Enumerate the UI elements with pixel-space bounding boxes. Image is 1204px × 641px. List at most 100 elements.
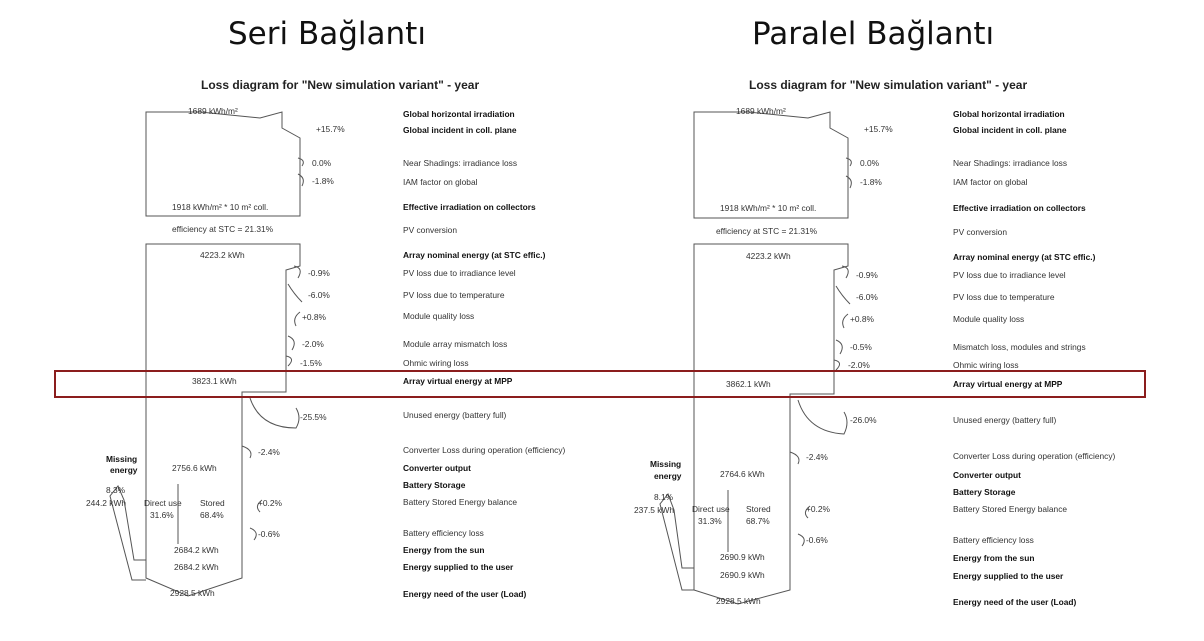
pct-ohmic: -2.0%	[848, 360, 870, 370]
loss-arrow-batt-eff	[249, 527, 257, 541]
label-shading: Near Shadings: irradiance loss	[953, 158, 1067, 168]
value-load: 2928.5 kWh	[170, 588, 215, 598]
label-load: Energy need of the user (Load)	[403, 589, 527, 599]
pct-mismatch: -2.0%	[302, 339, 324, 349]
label-pv-conversion: PV conversion	[953, 227, 1007, 237]
label-converter-loss: Converter Loss during operation (efficie…	[403, 445, 566, 455]
label-eff-irr: Effective irradiation on collectors	[403, 202, 536, 212]
label-batt-eff: Battery efficiency loss	[953, 535, 1034, 545]
pct-temp: -6.0%	[308, 290, 330, 300]
loss-arrow-temp	[835, 285, 851, 305]
label-unused: Unused energy (battery full)	[953, 415, 1057, 425]
direct-use-label: Direct use	[144, 498, 182, 508]
label-mismatch: Mismatch loss, modules and strings	[953, 342, 1086, 352]
gain-arrow-quality	[294, 311, 301, 327]
label-balance: Battery Stored Energy balance	[953, 504, 1067, 514]
loss-arrow-irr-level	[293, 265, 301, 279]
label-shading: Near Shadings: irradiance loss	[403, 158, 517, 168]
loss-arrow-shading	[845, 157, 852, 167]
pct-shading: 0.0%	[860, 158, 880, 168]
label-incident: Global incident in coll. plane	[403, 125, 517, 135]
label-load: Energy need of the user (Load)	[953, 597, 1077, 607]
label-converter-loss: Converter Loss during operation (efficie…	[953, 451, 1116, 461]
missing-kwh: 244.2 kWh	[86, 498, 126, 508]
loss-diagram-paralel: 1689 kWh/m² +15.7% 0.0% -1.8% 1918 kWh/m…	[634, 106, 1116, 607]
pct-mismatch: -0.5%	[850, 342, 872, 352]
missing-energy-label-2: energy	[110, 465, 138, 475]
pct-balance: +0.2%	[258, 498, 283, 508]
label-supplied: Energy supplied to the user	[953, 571, 1064, 581]
value-from-sun: 2684.2 kWh	[174, 545, 219, 555]
label-batt-eff: Battery efficiency loss	[403, 528, 484, 538]
pct-balance: +0.2%	[806, 504, 831, 514]
pct-converter: -2.4%	[258, 447, 280, 457]
loss-arrow-unused	[797, 399, 848, 435]
pct-irr-level: -0.9%	[856, 270, 878, 280]
value-ghi: 1689 kWh/m²	[736, 106, 786, 116]
pct-unused: -25.5%	[300, 412, 327, 422]
direct-use-label: Direct use	[692, 504, 730, 514]
pct-unused: -26.0%	[850, 415, 877, 425]
label-iam: IAM factor on global	[403, 177, 478, 187]
value-supplied: 2684.2 kWh	[174, 562, 219, 572]
pct-batt-eff: -0.6%	[258, 529, 280, 539]
irradiation-block	[145, 111, 301, 217]
diagram-title-right: Loss diagram for "New simulation variant…	[749, 78, 1028, 92]
gain-arrow-quality	[842, 313, 849, 329]
value-eff-irr: 1918 kWh/m² * 10 m² coll.	[172, 202, 268, 212]
value-converter-out: 2764.6 kWh	[720, 469, 765, 479]
missing-pct: 8.3%	[106, 485, 126, 495]
pct-converter: -2.4%	[806, 452, 828, 462]
loss-arrow-shading	[297, 157, 304, 167]
pct-iam: -1.8%	[312, 176, 334, 186]
label-ohmic: Ohmic wiring loss	[403, 358, 469, 368]
stored-label: Stored	[746, 504, 771, 514]
irradiation-block	[693, 111, 849, 219]
loss-arrow-batt-eff	[797, 533, 805, 547]
array-energy-block	[145, 243, 301, 597]
pct-shading: 0.0%	[312, 158, 332, 168]
pct-temp: -6.0%	[856, 292, 878, 302]
label-battery-storage: Battery Storage	[953, 487, 1016, 497]
loss-diagram-seri: 1689 kWh/m² +15.7% 0.0% -1.8% 1918 kWh/m…	[86, 106, 566, 599]
label-ghi: Global horizontal irradiation	[403, 109, 515, 119]
label-ghi: Global horizontal irradiation	[953, 109, 1065, 119]
label-irr-level: PV loss due to irradiance level	[403, 268, 516, 278]
pct-irr-level: -0.9%	[308, 268, 330, 278]
value-nominal: 4223.2 kWh	[746, 251, 791, 261]
label-quality: Module quality loss	[403, 311, 474, 321]
missing-energy-label-2: energy	[654, 471, 682, 481]
label-irr-level: PV loss due to irradiance level	[953, 270, 1066, 280]
loss-arrow-ohmic	[285, 355, 292, 367]
loss-arrow-mismatch	[835, 339, 843, 355]
label-temp: PV loss due to temperature	[403, 290, 505, 300]
loss-arrow-converter	[789, 451, 800, 465]
header-paralel: Paralel Bağlantı	[752, 16, 995, 52]
label-incident: Global incident in coll. plane	[953, 125, 1067, 135]
missing-pct: 8.1%	[654, 492, 674, 502]
label-pv-conversion: PV conversion	[403, 225, 457, 235]
label-quality: Module quality loss	[953, 314, 1024, 324]
value-stc: efficiency at STC = 21.31%	[716, 226, 818, 236]
label-mismatch: Module array mismatch loss	[403, 339, 507, 349]
label-mpp: Array virtual energy at MPP	[953, 379, 1063, 389]
label-temp: PV loss due to temperature	[953, 292, 1055, 302]
value-mpp: 3862.1 kWh	[726, 379, 771, 389]
missing-energy-label-1: Missing	[106, 454, 137, 464]
missing-kwh: 237.5 kWh	[634, 505, 674, 515]
label-unused: Unused energy (battery full)	[403, 410, 507, 420]
value-converter-out: 2756.6 kWh	[172, 463, 217, 473]
label-from-sun: Energy from the sun	[403, 545, 484, 555]
loss-arrow-converter	[241, 445, 252, 459]
loss-arrow-temp	[287, 283, 303, 303]
direct-use-pct: 31.6%	[150, 510, 174, 520]
array-energy-block	[693, 243, 849, 605]
direct-use-pct: 31.3%	[698, 516, 722, 526]
pct-incident: +15.7%	[864, 124, 893, 134]
loss-arrow-unused	[249, 397, 300, 429]
label-mpp: Array virtual energy at MPP	[403, 376, 513, 386]
value-load: 2928.5 kWh	[716, 596, 761, 606]
stored-pct: 68.4%	[200, 510, 224, 520]
label-balance: Battery Stored Energy balance	[403, 497, 517, 507]
value-nominal: 4223.2 kWh	[200, 250, 245, 260]
